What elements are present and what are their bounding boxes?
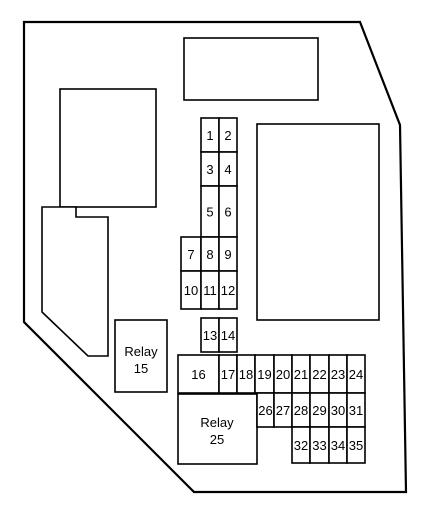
relay-25-number: 25 — [210, 432, 224, 447]
fuse-24-label: 24 — [349, 367, 363, 382]
relay-15: Relay 15 — [114, 319, 168, 393]
fuse-12-box — [218, 270, 238, 310]
fuse-2: 2 — [218, 117, 238, 153]
fuse-18: 18 — [236, 354, 256, 394]
relay-25: Relay 25 — [177, 393, 258, 465]
fuse-18-label: 18 — [239, 367, 253, 382]
fuse-14-label: 14 — [221, 328, 235, 343]
fuse-34: 34 — [328, 426, 348, 464]
fuse-8-label: 8 — [206, 247, 213, 262]
fuse-28-label: 28 — [294, 403, 308, 418]
fuse-23-label: 23 — [331, 367, 345, 382]
fuse-21-label: 21 — [294, 367, 308, 382]
fuse-4-label: 4 — [224, 162, 231, 177]
fuse-29-label: 29 — [312, 403, 326, 418]
relay-15-label: Relay — [124, 344, 158, 359]
fuse-7: 7 — [180, 236, 202, 272]
fuse-5-label: 5 — [206, 205, 213, 220]
left-lower-block — [41, 206, 109, 357]
fuse-11-label: 11 — [203, 283, 217, 298]
fuse-19-label: 19 — [257, 367, 271, 382]
fuse-16: 16 — [177, 354, 220, 394]
fuse-6: 6 — [218, 185, 238, 238]
fuse-33-label: 33 — [312, 438, 326, 453]
fuse-8: 8 — [200, 236, 220, 272]
fuse-17-label: 17 — [221, 367, 235, 382]
fuse-23: 23 — [328, 354, 348, 394]
fuse-24: 24 — [346, 354, 366, 394]
fuse-14-box — [218, 317, 238, 353]
fuse-35-label: 35 — [349, 438, 363, 453]
fuse-19: 19 — [254, 354, 275, 394]
fuse-21: 21 — [291, 354, 311, 394]
fuse-27: 27 — [273, 392, 293, 428]
fuse-1-label: 1 — [206, 128, 213, 143]
fuse-35-box — [346, 426, 366, 464]
fuse-10-label: 10 — [184, 283, 198, 298]
fuse-32: 32 — [291, 426, 311, 464]
relay-15-number: 15 — [134, 361, 148, 376]
fuse-11: 11 — [200, 270, 220, 310]
fuse-32-label: 32 — [294, 438, 308, 453]
fuse-9: 9 — [218, 236, 238, 272]
fuse-6-label: 6 — [224, 205, 231, 220]
fuse-3: 3 — [200, 151, 220, 187]
fuse-26-label: 26 — [258, 403, 272, 418]
fuse-27-label: 27 — [276, 403, 290, 418]
fuse-30: 30 — [328, 392, 348, 428]
fuse-26: 26 — [256, 392, 275, 428]
fuse-22-label: 22 — [312, 367, 326, 382]
relay-25-label: Relay — [200, 415, 234, 430]
fuse-20: 20 — [273, 354, 293, 394]
fuse-9-label: 9 — [224, 247, 231, 262]
fuse-20-label: 20 — [276, 367, 290, 382]
fuse-12: 12 — [218, 270, 238, 310]
fuse-14: 14 — [218, 317, 238, 353]
fuse-13: 13 — [200, 317, 220, 353]
fuse-34-label: 34 — [331, 438, 345, 453]
fuse-12-label: 12 — [221, 283, 235, 298]
top-block — [183, 37, 319, 101]
fuse-1: 1 — [200, 117, 220, 153]
fuse-22: 22 — [309, 354, 330, 394]
fuse-31-label: 31 — [349, 403, 363, 418]
right-block — [256, 123, 380, 321]
fuse-29: 29 — [309, 392, 330, 428]
fuse-3-label: 3 — [206, 162, 213, 177]
fuse-17: 17 — [218, 354, 238, 394]
fuse-7-label: 7 — [187, 247, 194, 262]
fuse-31: 31 — [346, 392, 366, 428]
fuse-16-box — [177, 354, 220, 394]
fuse-5: 5 — [200, 185, 220, 238]
fuse-13-label: 13 — [203, 328, 217, 343]
fuse-33: 33 — [309, 426, 330, 464]
left-upper-block — [59, 88, 157, 208]
fuse-10: 10 — [180, 270, 202, 310]
fuse-16-label: 16 — [191, 367, 205, 382]
fuse-2-label: 2 — [224, 128, 231, 143]
fuse-28: 28 — [291, 392, 311, 428]
fuse-35: 35 — [346, 426, 366, 464]
fuse-4: 4 — [218, 151, 238, 187]
fuse-30-label: 30 — [331, 403, 345, 418]
